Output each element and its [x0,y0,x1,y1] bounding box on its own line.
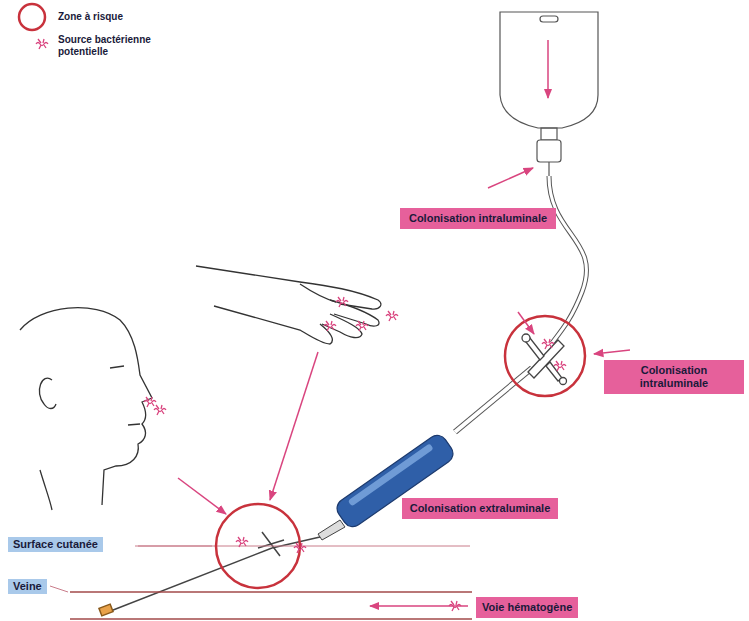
colonisation-label: Colonisation intraluminale [400,208,556,229]
legend-entry: Zone à risque [58,11,123,23]
catheter [99,532,320,616]
site-label: Veine [8,579,47,594]
colonisation-label: Colonisation extraluminale [402,498,558,519]
bacterium [36,39,48,49]
route-label: Voie hématogène [476,597,578,618]
label-text: Colonisation extraluminale [410,502,551,515]
head-profile [20,308,152,510]
risk-zone [216,504,300,588]
label-text: Colonisation intraluminale [409,212,547,225]
label-text: Veine [13,580,42,593]
risk-zone-sample [19,4,45,30]
label-text: Surface cutanée [13,538,98,551]
bacterium [449,601,461,611]
bacterium [324,321,336,331]
bacterium [336,297,348,307]
colonisation-label: Colonisation intraluminale [604,360,744,394]
bacterium [386,311,398,321]
bacterium [144,397,156,407]
label-text: Colonisation intraluminale [610,364,738,390]
label-text: Voie hématogène [482,601,572,614]
infusion-bag [500,12,598,176]
bacteria-symbols [36,39,566,611]
bacterium [554,361,566,371]
catheter-hub [318,431,457,540]
legend-entry: Source bactérienne potentielle [58,34,168,58]
legend-text: Source bactérienne potentielle [58,34,151,57]
bacterium [236,537,248,547]
hand [196,266,381,344]
risk-zone [505,316,585,396]
bacterium [356,321,368,331]
bacterium [542,339,554,349]
three-way-connector [522,334,567,385]
vein [70,592,472,619]
site-label: Surface cutanée [8,537,103,552]
legend-text: Zone à risque [58,11,123,22]
bacterium [154,405,166,415]
bacterium [294,543,306,553]
